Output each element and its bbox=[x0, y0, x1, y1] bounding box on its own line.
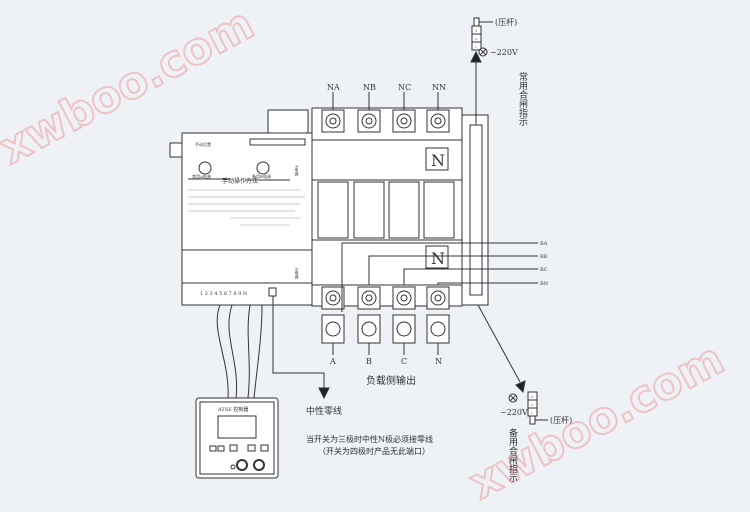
label-a: A bbox=[329, 357, 336, 366]
terminal-leads bbox=[332, 92, 439, 355]
normal-indicator bbox=[470, 17, 493, 125]
manual-position-label: 手动位置 bbox=[195, 141, 211, 147]
neutral-label: 中性零线 bbox=[306, 405, 342, 417]
switch-body bbox=[311, 107, 489, 307]
switch-control-panel bbox=[169, 109, 313, 306]
standby-close-indicator-title: 备用合闸指示 bbox=[507, 427, 518, 482]
load-output-label: 负载侧输出 bbox=[366, 374, 416, 387]
control-cables bbox=[216, 304, 263, 399]
pole-n-bottom: N bbox=[431, 249, 445, 268]
output-ra: RA bbox=[540, 241, 548, 247]
button-a-label: 常用A电源 bbox=[192, 173, 211, 179]
standby-voltage: ~220V bbox=[500, 408, 528, 417]
watermark: xwboo.com bbox=[461, 333, 732, 509]
output-lines bbox=[341, 242, 538, 312]
side-b-label: B电源 bbox=[295, 268, 300, 279]
standby-lever-label: (压杆) bbox=[550, 415, 572, 425]
note-line-2: （开关为四极时产品无此端口） bbox=[318, 446, 430, 456]
normal-contact-1: 1 bbox=[475, 45, 477, 49]
label-b: B bbox=[366, 357, 372, 366]
normal-contact-2: 2 bbox=[475, 37, 477, 41]
standby-contact-3: 3 bbox=[531, 395, 533, 399]
normal-lever-label: (压杆) bbox=[495, 17, 517, 27]
side-a-label: A电源 bbox=[295, 164, 300, 176]
normal-voltage: ~220V bbox=[490, 48, 518, 57]
note-line-1: 当开关为三极时中性N极必须接零线 bbox=[306, 434, 433, 444]
label-nc: NC bbox=[398, 83, 411, 92]
output-rb: RB bbox=[540, 254, 548, 260]
button-b-label: 备用B电源 bbox=[252, 173, 271, 179]
pole-n-top: N bbox=[431, 151, 445, 170]
label-na: NA bbox=[327, 83, 340, 92]
label-c: C bbox=[401, 357, 407, 366]
standby-contact-1: 1 bbox=[531, 411, 533, 415]
standby-contact-2: 2 bbox=[531, 403, 533, 407]
standby-indicator bbox=[508, 391, 548, 425]
output-rn: RN bbox=[540, 281, 549, 287]
label-nb: NB bbox=[363, 83, 376, 92]
normal-close-indicator-title: 常用合闸指示 bbox=[517, 71, 528, 126]
label-n: N bbox=[435, 357, 442, 366]
controller-title: ATSE 控制器 bbox=[217, 406, 248, 413]
manual-method-title: 手动操作方法 bbox=[222, 177, 258, 185]
normal-contact-3: 3 bbox=[475, 29, 477, 33]
terminal-numbers: 1 2 3 4 5 6 7 8 9 N bbox=[200, 291, 248, 297]
atse-controller bbox=[195, 397, 279, 479]
label-nn: NN bbox=[432, 83, 446, 92]
output-rc: RC bbox=[540, 267, 548, 273]
